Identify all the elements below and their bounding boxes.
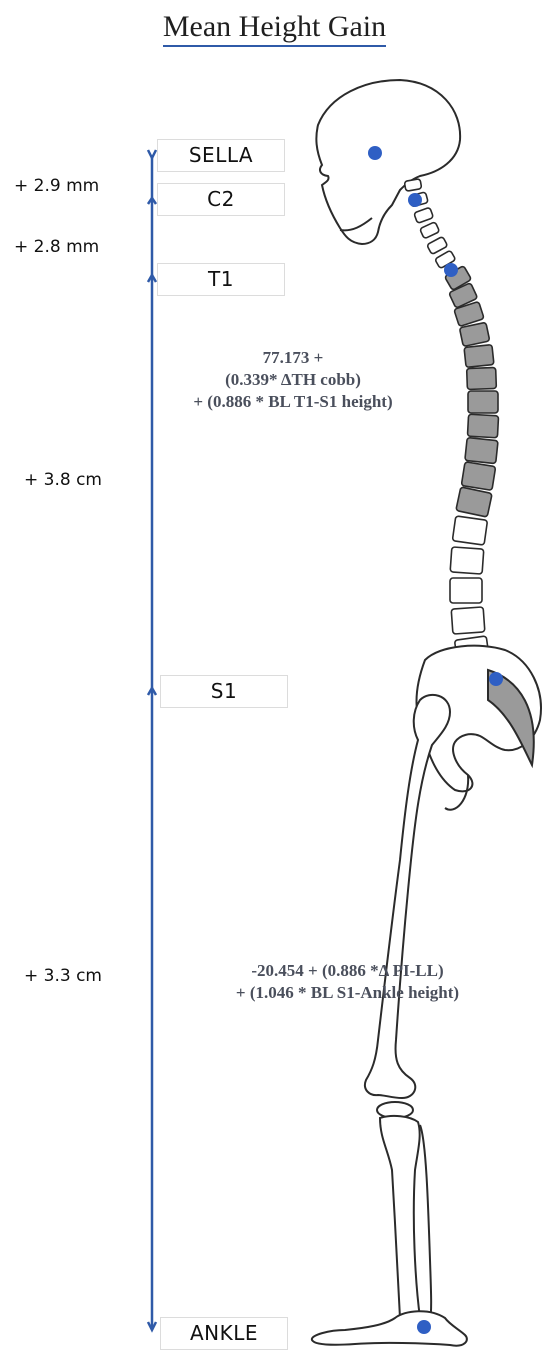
level-ankle: ANKLE <box>160 1317 288 1350</box>
equation-lower: -20.454 + (0.886 *Δ PI-LL) + (1.046 * BL… <box>160 960 535 1004</box>
level-c2: C2 <box>157 183 285 216</box>
gain-c2-t1: + 2.8 mm <box>14 237 99 257</box>
marker-s1 <box>489 672 503 686</box>
thoracic-vertebrae <box>444 266 498 517</box>
marker-t1 <box>444 263 458 277</box>
equation-trunk: 77.173 + (0.339* ΔTH cobb) + (0.886 * BL… <box>158 347 428 413</box>
gain-s1-ankle: + 3.3 cm <box>24 966 102 986</box>
equation-trunk-line-1: 77.173 + <box>158 347 428 369</box>
lumbar-vertebrae <box>450 516 490 664</box>
marker-ankle <box>417 1320 431 1334</box>
equation-lower-line-2: + (1.046 * BL S1-Ankle height) <box>160 982 535 1004</box>
marker-sella <box>368 146 382 160</box>
cervical-vertebrae <box>404 179 456 269</box>
equation-trunk-line-2: (0.339* ΔTH cobb) <box>158 369 428 391</box>
measurement-axis <box>148 150 156 1330</box>
equation-lower-line-1: -20.454 + (0.886 *Δ PI-LL) <box>160 960 535 982</box>
level-t1: T1 <box>157 263 285 296</box>
tick-sella <box>148 150 156 158</box>
level-s1: S1 <box>160 675 288 708</box>
level-sella: SELLA <box>157 139 285 172</box>
skull <box>316 80 460 244</box>
equation-trunk-line-3: + (0.886 * BL T1-S1 height) <box>158 391 428 413</box>
marker-c2 <box>408 193 422 207</box>
tibia-fibula <box>380 1116 431 1330</box>
foot <box>312 1311 467 1345</box>
gain-sella-c2: + 2.9 mm <box>14 176 99 196</box>
gain-t1-s1: + 3.8 cm <box>24 470 102 490</box>
